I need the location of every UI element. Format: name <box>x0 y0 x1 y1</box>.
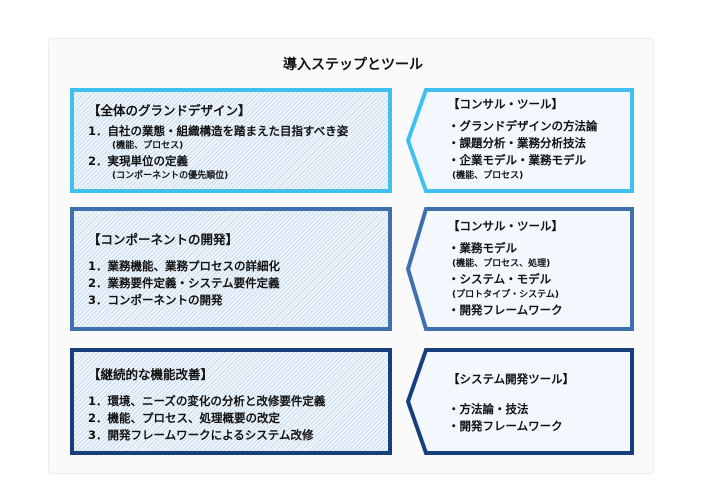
tool-item: ・方法論・技法 <box>448 402 529 416</box>
step-item: 1．環境、ニーズの変化の分析と改修要件定義 <box>88 394 326 408</box>
step-item: 2．業務要件定義・システム要件定義 <box>88 276 280 290</box>
tool-item: ・業務モデル <box>448 241 517 255</box>
arrow-shape <box>405 88 634 193</box>
step-heading: 【全体のグランドデザイン】 <box>88 103 251 118</box>
step-heading: 【コンポーネントの開発】 <box>88 232 239 247</box>
tool-heading: 【コンサル・ツール】 <box>448 97 563 111</box>
step-item: 1．自社の業態・組織構造を踏まえた目指すべき姿 <box>88 124 349 138</box>
tool-item: ・システム・モデル <box>448 272 552 286</box>
tool-list-component-development: 【コンサル・ツール】・業務モデル (機能、プロセス、処理) ・システム・モデル (プロ… <box>448 218 563 319</box>
arrow-shape <box>405 207 634 331</box>
tool-arrow-box-component-development <box>405 207 634 331</box>
step-heading: 【継続的な機能改善】 <box>88 367 214 382</box>
arrow-shape <box>405 348 634 455</box>
step-item-note: (機能、プロセス) <box>112 141 184 151</box>
tool-heading: 【コンサル・ツール】 <box>448 219 563 233</box>
step-box-continuous-improvement: 【継続的な機能改善】 1．環境、ニーズの変化の分析と改修要件定義 2．機能、プロセス… <box>70 348 392 455</box>
tool-item: ・課題分析・業務分析技法 <box>448 136 586 150</box>
tool-item: ・企業モデル・業務モデル <box>448 153 586 167</box>
tool-item-note: (プロトタイプ・システム) <box>452 290 559 300</box>
tool-arrow-box-global-design <box>405 88 634 193</box>
tool-heading: 【システム開発ツール】 <box>448 372 575 386</box>
tool-item-note: (機能、プロセス、処理) <box>452 259 551 269</box>
step-item: 2．実現単位の定義 <box>88 154 189 168</box>
diagram-title: 導入ステップとツール <box>283 57 423 73</box>
step-item-note: (コンポーネントの優先順位) <box>112 171 229 181</box>
tool-item: ・開発フレームワーク <box>448 419 563 433</box>
step-box-component-development: 【コンポーネントの開発】 1．業務機能、業務プロセスの詳細化 2．業務要件定義・シス… <box>70 207 392 331</box>
tool-list-global-design: 【コンサル・ツール】・グランドデザインの方法論・課題分析・業務分析技法・企業モデ… <box>448 96 598 183</box>
step-item: 1．業務機能、業務プロセスの詳細化 <box>88 259 280 273</box>
tool-item: ・開発フレームワーク <box>448 303 563 317</box>
step-item: 3．開発フレームワークによるシステム改修 <box>88 428 314 442</box>
tool-arrow-box-continuous-improvement <box>405 348 634 455</box>
step-box-global-design: 【全体のグランドデザイン】 1．自社の業態・組織構造を踏まえた目指すべき姿 (機能、… <box>70 88 392 193</box>
tool-item: ・グランドデザインの方法論 <box>448 119 598 133</box>
step-item: 3．コンポーネントの開発 <box>88 293 223 307</box>
tool-list-continuous-improvement: 【システム開発ツール】・方法論・技法・開発フレームワーク <box>448 371 574 435</box>
step-item: 2．機能、プロセス、処理概要の改定 <box>88 411 280 425</box>
tool-item-note: (機能、プロセス) <box>452 171 524 181</box>
